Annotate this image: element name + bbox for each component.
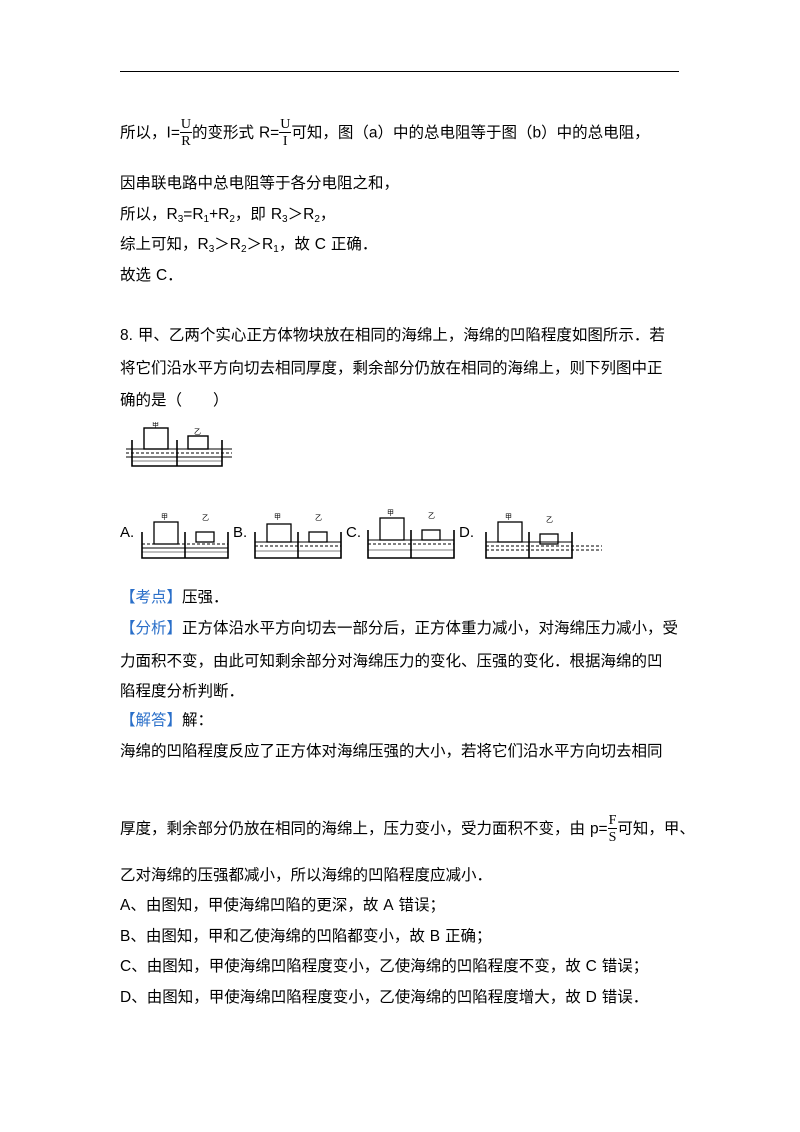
option-b-label: B. [233, 524, 248, 541]
solution-c: C、由图知，甲使海绵凹陷程度变小，乙使海绵的凹陷程度不变，故 C 错误； [120, 957, 649, 975]
option-b-figure: 甲 乙 [254, 513, 342, 559]
solution-b: B、由图知，甲和乙使海绵的凹陷都变小，故 B 正确； [120, 927, 492, 945]
kaodian-tag: 【考点】 [120, 588, 183, 606]
question-8-line-2: 将它们沿水平方向切去相同厚度，剩余部分仍放在相同的海绵上，则下列图中正 [120, 359, 663, 377]
svg-text:乙: 乙 [428, 512, 435, 520]
solution-para-3: 乙对海绵的压强都减小，所以海绵的凹陷程度应减小． [120, 866, 493, 884]
question-8-line-1: 8. 甲、乙两个实心正方体物块放在相同的海绵上，海绵的凹陷程度如图所示．若 [120, 326, 665, 344]
solution-para-1: 海绵的凹陷程度反应了正方体对海绵压强的大小，若将它们沿水平方向切去相同 [120, 742, 663, 760]
cube-jia [143, 427, 169, 450]
prev-line-3: 所以，R3=R1+R2，即 R3＞R2， [120, 205, 336, 225]
fenxi-line-1: 【分析】正方体沿水平方向切去一部分后，正方体重力减小，对海绵压力减小，受 [120, 619, 679, 637]
cube-yi [187, 435, 209, 450]
option-c-label: C. [346, 524, 361, 541]
option-d-figure: 甲 乙 [485, 513, 602, 559]
option-a-figure: 甲 乙 [141, 513, 229, 559]
jieda-tag: 【解答】 [120, 711, 183, 729]
label-jia: 甲 [152, 422, 159, 429]
fenxi-line-3: 陷程度分析判断． [120, 682, 245, 700]
question-figure: 甲 乙 [126, 422, 232, 467]
prev-line-4: 综上可知，R3＞R2＞R1，故 C 正确． [120, 235, 378, 255]
svg-text:甲: 甲 [161, 513, 168, 521]
kaodian-line: 【考点】压强． [120, 588, 229, 606]
label-yi: 乙 [194, 428, 201, 436]
option-c-figure: 甲 乙 [367, 509, 455, 559]
solution-a: A、由图知，甲使海绵凹陷的更深，故 A 错误； [120, 896, 446, 914]
svg-text:甲: 甲 [387, 509, 394, 517]
svg-text:甲: 甲 [274, 513, 281, 521]
solution-d: D、由图知，甲使海绵凹陷程度变小，乙使海绵的凹陷程度增大，故 D 错误． [120, 988, 649, 1006]
jieda-line: 【解答】解： [120, 711, 214, 729]
question-8-line-3: 确的是（ ） [120, 391, 229, 409]
svg-text:乙: 乙 [202, 514, 209, 522]
header-rule [120, 71, 679, 72]
prev-line-2: 因串联电路中总电阻等于各分电阻之和， [120, 174, 400, 192]
option-d-label: D. [459, 524, 474, 541]
svg-text:乙: 乙 [546, 516, 553, 524]
svg-text:甲: 甲 [505, 513, 512, 521]
fenxi-tag: 【分析】 [120, 619, 183, 637]
fenxi-line-2: 力面积不变，由此可知剩余部分对海绵压力的变化、压强的变化．根据海绵的凹 [120, 652, 663, 670]
prev-line-5: 故选 C． [120, 266, 183, 284]
option-a-label: A. [120, 524, 135, 541]
svg-text:乙: 乙 [315, 514, 322, 522]
